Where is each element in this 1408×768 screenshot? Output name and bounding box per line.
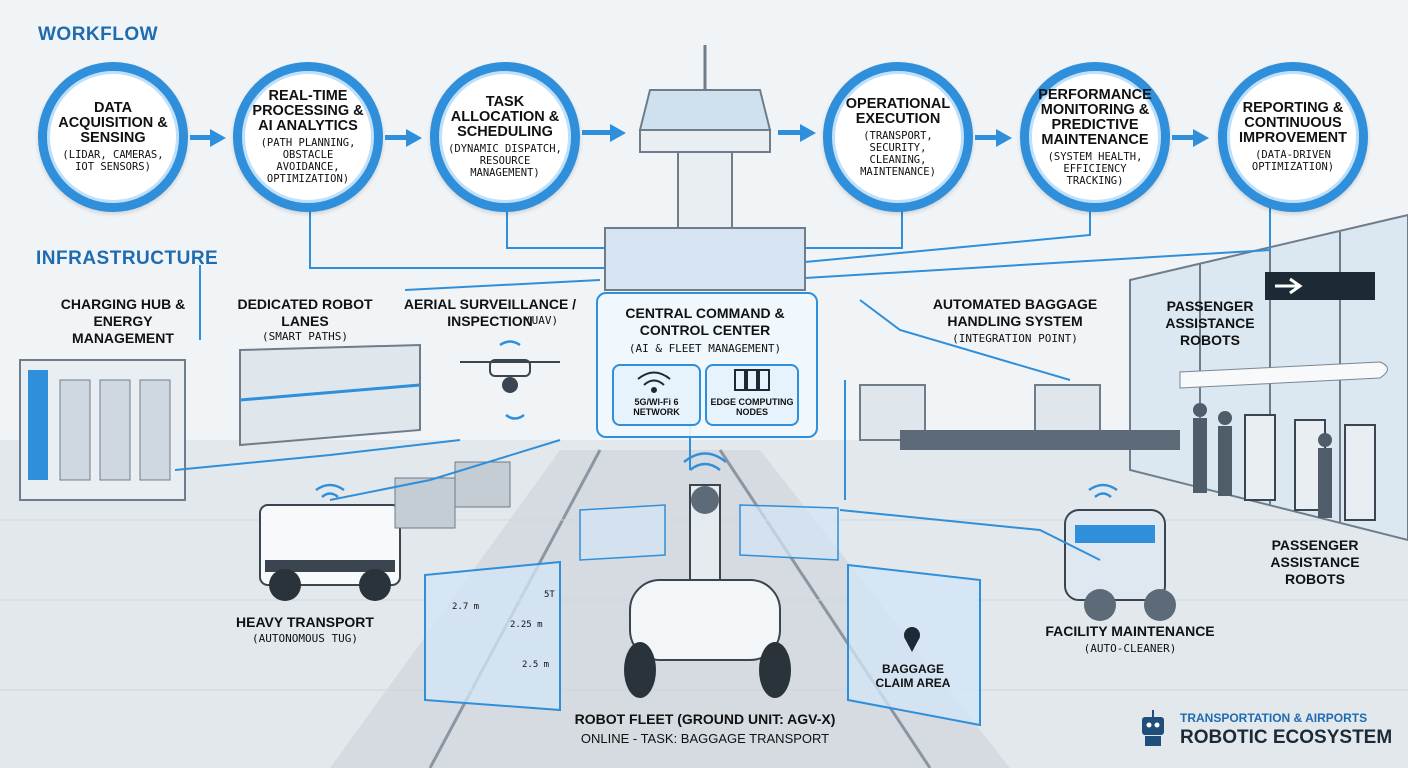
flow-arrow-line <box>190 135 212 140</box>
passenger-assistance-label-bottom: PASSENGER ASSISTANCE ROBOTS <box>1270 537 1360 587</box>
baggage-handling-sub: (INTEGRATION POINT) <box>952 332 1078 345</box>
central-command-sub: (AI & FLEET MANAGEMENT) <box>628 342 782 355</box>
aerial-surveillance-label: AERIAL SURVEILLANCE / INSPECTION <box>403 296 577 329</box>
flow-arrow-icon <box>210 129 226 147</box>
brand-line-1: TRANSPORTATION & AIRPORTS <box>1180 711 1368 725</box>
step-processing: REAL-TIME PROCESSING & AI ANALYTICS (PAT… <box>233 62 383 212</box>
step-title: TASK ALLOCATION & SCHEDULING <box>450 94 560 140</box>
step-reporting: REPORTING & CONTINUOUS IMPROVEMENT (DATA… <box>1218 62 1368 212</box>
flow-arrow-icon <box>996 129 1012 147</box>
robot-lanes-sub: (SMART PATHS) <box>261 330 349 343</box>
step-performance-monitoring: PERFORMANCE MONITORING & PREDICTIVE MAIN… <box>1020 62 1170 212</box>
facility-maintenance-sub: (AUTO-CLEANER) <box>1083 642 1177 655</box>
flow-arrow-icon <box>1193 129 1209 147</box>
network-label: 5G/WI-Fi 6 NETWORK <box>633 397 680 417</box>
flow-arrow-line <box>975 135 999 140</box>
step-title: REPORTING & CONTINUOUS IMPROVEMENT <box>1239 100 1347 146</box>
aerial-surveillance-sub: (UAV) <box>525 314 559 327</box>
robot-fleet-label: ROBOT FLEET (GROUND UNIT: AGV-X) <box>574 711 836 727</box>
map-label: 2.7 m <box>452 602 480 612</box>
step-task-allocation: TASK ALLOCATION & SCHEDULING (DYNAMIC DI… <box>430 62 580 212</box>
robot-fleet-status: ONLINE - TASK: BAGGAGE TRANSPORT <box>580 731 830 746</box>
flow-arrow-line <box>582 130 612 135</box>
flow-arrow-icon <box>800 124 816 142</box>
edge-computing-label: EDGE COMPUTING NODES <box>710 397 794 417</box>
heavy-transport-sub: (AUTONOMOUS TUG) <box>252 632 358 645</box>
workflow-heading: WORKFLOW <box>38 24 159 45</box>
edge-computing-node: EDGE COMPUTING NODES <box>705 364 799 426</box>
map-label: 2.25 m <box>510 620 543 630</box>
map-label: 2.5 m <box>522 660 550 670</box>
baggage-claim-label: BAGGAGE CLAIM AREA <box>875 662 951 690</box>
flow-arrow-line <box>385 135 409 140</box>
flow-arrow-icon <box>610 124 626 142</box>
step-operational-execution: OPERATIONAL EXECUTION (TRANSPORT, SECURI… <box>823 62 973 212</box>
facility-maintenance-label: FACILITY MAINTENANCE <box>1045 623 1215 639</box>
step-title: DATA ACQUISITION & SENSING <box>58 100 168 146</box>
passenger-assistance-label-top: PASSENGER ASSISTANCE ROBOTS <box>1165 298 1255 348</box>
brand-line-2: ROBOTIC ECOSYSTEM <box>1180 727 1393 748</box>
heavy-transport-label: HEAVY TRANSPORT <box>236 614 374 630</box>
step-data-acquisition: DATA ACQUISITION & SENSING (LIDAR, CAMER… <box>38 62 188 212</box>
step-title: REAL-TIME PROCESSING & AI ANALYTICS <box>252 88 364 134</box>
step-subtitle: (PATH PLANNING, OBSTACLE AVOIDANCE, OPTI… <box>260 137 356 185</box>
step-subtitle: (DYNAMIC DISPATCH, RESOURCE MANAGEMENT) <box>448 143 562 179</box>
robot-lanes-label: DEDICATED ROBOT LANES <box>237 296 373 329</box>
baggage-handling-label: AUTOMATED BAGGAGE HANDLING SYSTEM <box>932 296 1098 329</box>
flow-arrow-line <box>1172 135 1196 140</box>
charging-hub-label: CHARGING HUB & ENERGY MANAGEMENT <box>60 296 186 346</box>
step-subtitle: (SYSTEM HEALTH, EFFICIENCY TRACKING) <box>1047 150 1143 187</box>
step-title: OPERATIONAL EXECUTION <box>845 95 951 127</box>
network-node: 5G/WI-Fi 6 NETWORK <box>612 364 701 426</box>
step-title: PERFORMANCE MONITORING & PREDICTIVE MAIN… <box>1038 86 1152 148</box>
infrastructure-heading: INFRASTRUCTURE <box>36 248 219 269</box>
step-subtitle: (TRANSPORT, SECURITY, CLEANING, MAINTENA… <box>860 129 936 178</box>
flow-arrow-icon <box>406 129 422 147</box>
step-subtitle: (DATA-DRIVEN OPTIMIZATION) <box>1251 149 1335 173</box>
central-command-label: CENTRAL COMMAND & CONTROL CENTER <box>625 305 785 338</box>
step-subtitle: (LIDAR, CAMERAS, IOT SENSORS) <box>62 149 164 173</box>
flow-arrow-line <box>778 130 803 135</box>
map-label: 5T <box>544 590 555 600</box>
